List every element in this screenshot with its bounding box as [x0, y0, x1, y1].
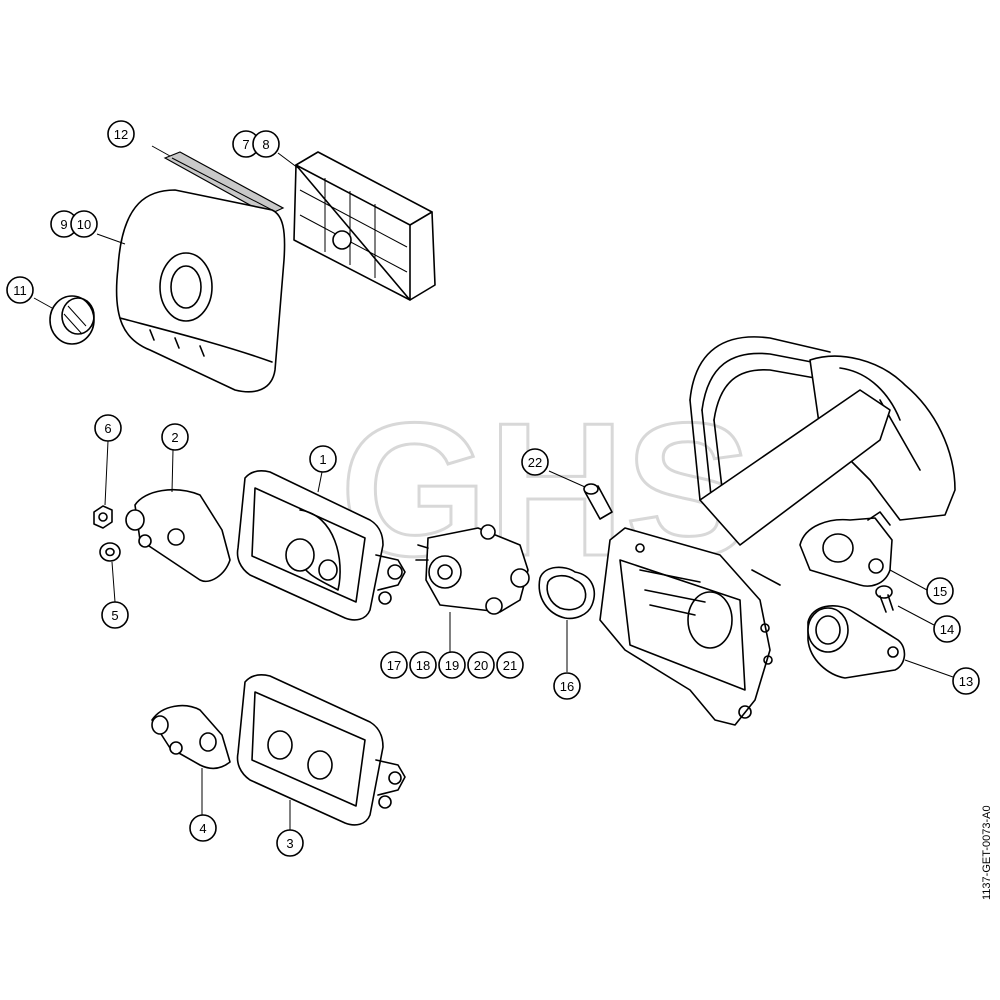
callout-10: 10	[70, 210, 98, 238]
svg-text:13: 13	[959, 674, 973, 689]
svg-text:16: 16	[560, 679, 574, 694]
svg-text:12: 12	[114, 127, 128, 142]
part-decor-strip	[163, 151, 285, 216]
part-intake-manifold	[807, 604, 906, 679]
part-carburetor-box-lower	[236, 674, 406, 826]
drawing-code: 1137-GET-0073-A0	[981, 805, 993, 900]
svg-text:2: 2	[171, 430, 178, 445]
part-sleeve	[583, 483, 613, 520]
part-screw	[875, 585, 894, 613]
svg-text:20: 20	[474, 658, 488, 673]
svg-text:19: 19	[445, 658, 459, 673]
callout-2: 2	[161, 423, 189, 451]
part-chainsaw-housing	[599, 336, 956, 726]
callout-12: 12	[107, 120, 135, 148]
svg-text:8: 8	[262, 137, 269, 152]
svg-text:6: 6	[104, 421, 111, 436]
callout-5: 5	[101, 601, 129, 629]
svg-text:3: 3	[286, 836, 293, 851]
callout-11: 11	[6, 276, 34, 304]
callout-7: 7	[232, 130, 260, 158]
part-filter-knob	[49, 295, 95, 345]
svg-text:1: 1	[319, 452, 326, 467]
svg-text:14: 14	[940, 622, 954, 637]
callout-19: 19	[438, 651, 466, 679]
svg-text:15: 15	[933, 584, 947, 599]
callout-18: 18	[409, 651, 437, 679]
callout-8: 8	[252, 130, 280, 158]
svg-text:5: 5	[111, 608, 118, 623]
part-flange	[799, 511, 893, 587]
part-shroud	[115, 189, 286, 393]
part-washer	[99, 542, 121, 562]
part-carburetor-box	[236, 470, 406, 621]
callout-14: 14	[933, 615, 961, 643]
callout-9: 9	[50, 210, 78, 238]
svg-text:11: 11	[13, 283, 27, 298]
part-gasket	[538, 566, 596, 620]
callout-17: 17	[380, 651, 408, 679]
callout-13: 13	[952, 667, 980, 695]
part-baffle-lower	[151, 704, 231, 770]
svg-text:21: 21	[503, 658, 517, 673]
callout-21: 21	[496, 651, 524, 679]
svg-text:22: 22	[528, 455, 542, 470]
callout-3: 3	[276, 829, 304, 857]
svg-text:7: 7	[242, 137, 249, 152]
callout-20: 20	[467, 651, 495, 679]
leader-lines	[33, 145, 954, 830]
callout-15: 15	[926, 577, 954, 605]
callout-1: 1	[309, 445, 337, 473]
svg-text:18: 18	[416, 658, 430, 673]
part-carburetor	[415, 524, 530, 615]
callout-4: 4	[189, 814, 217, 842]
callout-22: 22	[521, 448, 549, 476]
svg-text:17: 17	[387, 658, 401, 673]
part-air-filter	[293, 151, 436, 301]
callout-16: 16	[553, 672, 581, 700]
callout-6: 6	[94, 414, 122, 442]
part-nut	[93, 505, 113, 529]
svg-text:9: 9	[60, 217, 67, 232]
svg-text:4: 4	[199, 821, 206, 836]
part-baffle-upper	[125, 489, 231, 582]
svg-text:10: 10	[77, 217, 91, 232]
